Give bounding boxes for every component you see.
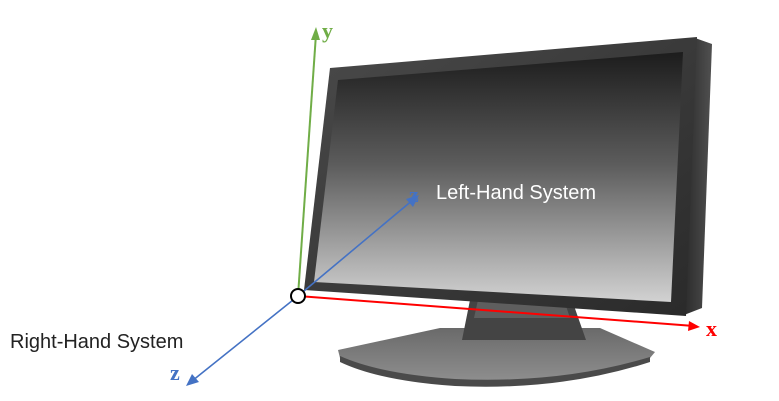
left-hand-system-label: Left-Hand System (436, 182, 596, 204)
monitor-screen (314, 52, 683, 302)
y-axis-arrowhead (311, 27, 320, 40)
z-axis-right-hand-arrowhead (186, 374, 199, 386)
origin-circle-icon (290, 288, 306, 304)
monitor-side (684, 38, 712, 315)
x-axis-arrowhead (688, 321, 700, 331)
right-hand-system-label: Right-Hand System (10, 331, 183, 353)
z-axis-left-hand-line (297, 198, 415, 297)
axes (186, 27, 700, 386)
z-axis-right-hand-label: z (170, 360, 180, 385)
y-axis-line (297, 33, 317, 297)
monitor-icon (304, 37, 712, 387)
z-axis-left-hand-label: z (409, 182, 419, 207)
monitor-base (338, 328, 655, 381)
x-axis-line (297, 295, 695, 327)
y-axis-label: y (322, 18, 333, 43)
z-axis-left-hand-arrowhead (406, 195, 419, 207)
monitor-base-edge (340, 356, 650, 387)
x-axis-label: x (706, 316, 717, 341)
z-axis-right-hand-line (191, 295, 299, 382)
